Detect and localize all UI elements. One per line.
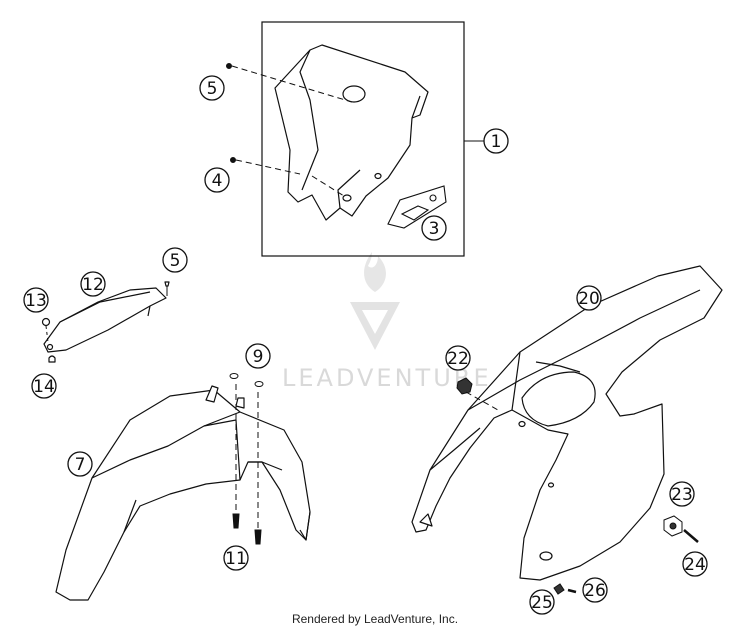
callout-22-label: 22 <box>447 349 469 369</box>
callout-24-label: 24 <box>684 555 706 575</box>
callout-13: 13 <box>23 287 49 313</box>
fender-bolts-9-11 <box>229 373 264 545</box>
callout-25-label: 25 <box>531 593 553 613</box>
callout-26-label: 26 <box>584 581 606 601</box>
side-cover <box>41 281 170 363</box>
callout-1: 1 <box>483 128 509 154</box>
assembly-box <box>261 21 465 257</box>
callout-9: 9 <box>245 343 271 369</box>
callout-23: 23 <box>669 481 695 507</box>
callout-24: 24 <box>682 551 708 577</box>
callout-20: 20 <box>576 285 602 311</box>
callout-12-label: 12 <box>82 275 104 295</box>
callout-4-label: 4 <box>212 171 223 191</box>
callout-1-label: 1 <box>491 132 502 152</box>
callout-11-label: 11 <box>225 549 247 569</box>
callout-20-label: 20 <box>578 289 600 309</box>
callout-3: 3 <box>421 215 447 241</box>
callout-14-label: 14 <box>33 377 55 397</box>
callout-5-side-label: 5 <box>170 251 181 271</box>
callout-3-label: 3 <box>429 219 440 239</box>
plate-screws <box>226 63 353 197</box>
callout-9-label: 9 <box>253 347 264 367</box>
callout-26: 26 <box>582 577 608 603</box>
decal <box>387 185 447 229</box>
front-fender <box>55 385 311 601</box>
rear-fender <box>411 265 723 581</box>
watermark-v-logo-icon <box>350 302 400 350</box>
watermark: LEADVENTURE <box>282 252 489 392</box>
callout-11: 11 <box>223 545 249 571</box>
footer-credit: Rendered by LeadVenture, Inc. <box>291 612 459 626</box>
callout-14: 14 <box>31 373 57 399</box>
callout-25: 25 <box>529 589 555 615</box>
callout-13-label: 13 <box>25 291 47 311</box>
callout-7-label: 7 <box>75 455 86 475</box>
watermark-flame-icon <box>364 252 386 292</box>
callout-22: 22 <box>445 345 471 371</box>
callout-5-side: 5 <box>162 247 188 273</box>
callout-5-top: 5 <box>199 75 225 101</box>
callout-12: 12 <box>80 271 106 297</box>
callout-7: 7 <box>67 451 93 477</box>
callout-23-label: 23 <box>671 485 693 505</box>
callout-4: 4 <box>204 167 230 193</box>
callout-5-top-label: 5 <box>207 79 218 99</box>
rear-fender-hardware <box>456 377 699 595</box>
number-plate <box>274 44 429 221</box>
